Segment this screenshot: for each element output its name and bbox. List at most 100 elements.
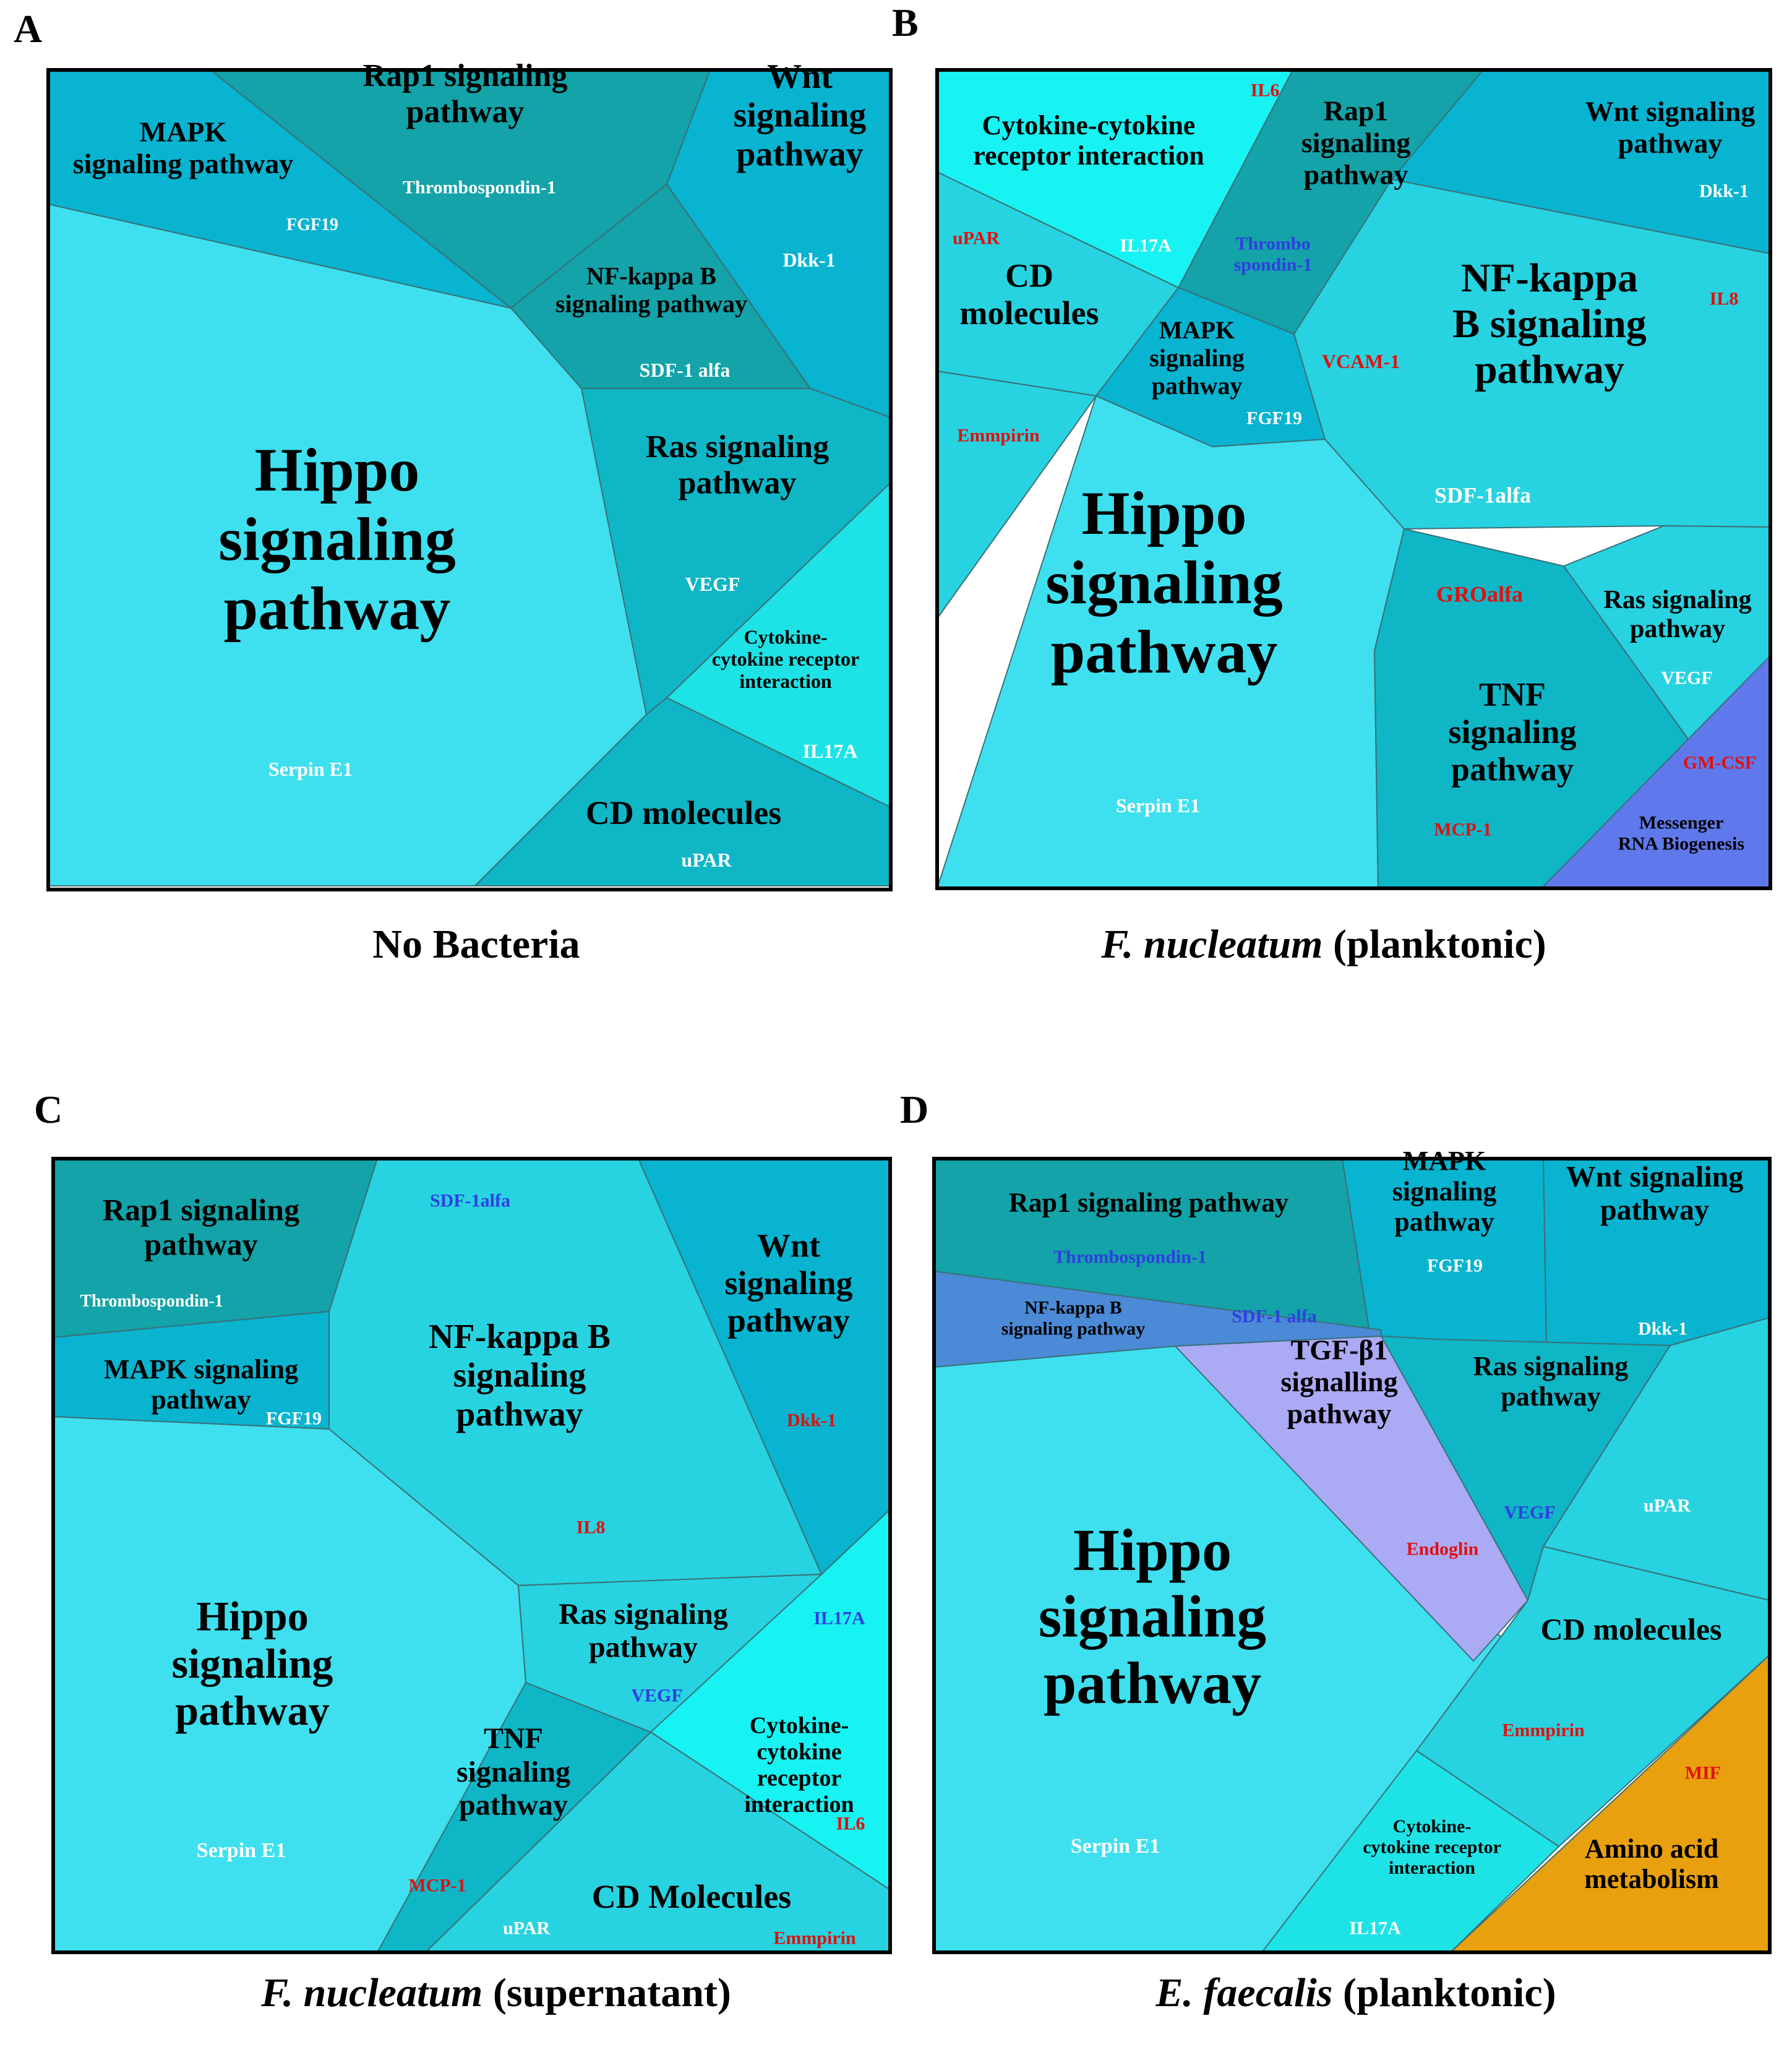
label-line: MCP-1 [408,1876,466,1896]
label-line: signaling [172,1640,333,1687]
label-line: IL17A [803,740,858,762]
label-line: molecules [960,294,1099,332]
pathway-label: GROalfa [1436,582,1523,607]
label-line: pathway [1044,1650,1261,1716]
label-line: MAPK [1159,316,1235,344]
label-line: Ras signaling [1603,586,1751,614]
pathway-label: CD molecules [1541,1612,1722,1647]
label-line: MAPK signaling [104,1354,298,1384]
label-line: Wnt [757,1227,820,1264]
panel-letter: D [900,1088,928,1131]
panel-letter: C [34,1088,62,1131]
pathway-label: Emmpirin [773,1928,856,1949]
label-line: Thrombospondin-1 [1053,1247,1207,1268]
caption-species: F. nucleatum [1100,922,1323,967]
cell-ras [1563,525,1770,750]
panel-c-cells [53,1159,890,1952]
label-line: Amino acid [1585,1834,1718,1864]
label-line: Cytokine-cytokine [982,110,1196,140]
cell-tnf [376,1681,652,1952]
pathway-label: Dkk-1 [1699,181,1749,202]
panel-caption: F. nucleatum (planktonic) [1100,922,1546,967]
caption-condition: (supernatant) [482,1970,731,2015]
label-line: pathway [1152,372,1243,400]
label-line: RNA Biogenesis [1618,833,1744,854]
label-line: SDF-1 alfa [640,359,731,381]
label-line: Dkk-1 [1638,1319,1687,1339]
label-line: IL6 [1251,80,1280,101]
cell-cytokine [1261,1749,1560,1952]
label-line: FGF19 [1246,408,1302,429]
label-line: pathway [1304,159,1408,191]
label-line: signaling pathway [555,290,747,317]
label-line: Ras signaling [559,1598,727,1631]
pathway-label: IL17A [1120,236,1172,256]
label-line: Emmpirin [957,426,1040,446]
label-line: Dkk-1 [787,1410,836,1431]
label-line: Dkk-1 [1699,181,1749,202]
label-line: cytokine receptor [712,648,859,670]
label-line: pathway [1451,750,1574,787]
label-line: Rap1 signaling [363,58,568,93]
label-line: pathway [224,574,451,643]
label-line: pathway [1600,1194,1709,1227]
label-line: pathway [727,1302,850,1339]
label-line: Rap1 signaling pathway [1009,1187,1288,1217]
label-line: Serpin E1 [1071,1835,1160,1858]
label-line: interaction [1389,1858,1475,1878]
pathway-label: FGF19 [1246,408,1302,429]
label-line: Serpin E1 [1116,794,1200,817]
label-line: Ras signaling [646,429,829,465]
pathway-label: SDF-1 alfa [1232,1306,1317,1327]
label-line: pathway [1618,127,1723,159]
label-line: signaling [453,1357,586,1395]
pathway-label: Dkk-1 [782,249,835,271]
pathway-label: VEGF [1504,1503,1555,1523]
label-line: Hippo [1073,1517,1232,1583]
label-line: signalling [1280,1366,1397,1397]
label-line: FGF19 [286,215,338,234]
label-line: receptor interaction [973,140,1204,171]
label-line: NF-kappa [1461,255,1638,301]
cell-cd [473,697,891,886]
pathway-label: MCP-1 [1434,820,1491,840]
label-line: uPAR [953,228,1000,249]
label-line: pathway [1630,615,1725,643]
label-line: TNF [1479,676,1546,713]
panel-frame [51,1157,892,1954]
label-line: pathway [175,1687,329,1734]
label-line: Cytokine- [1393,1816,1472,1837]
pathway-label: Thrombospondin-1 [1053,1247,1207,1268]
label-line: Ras signaling [1473,1351,1629,1381]
label-line: pathway [406,94,525,129]
pathway-label: VCAM-1 [1322,350,1400,372]
label-line: Wnt signaling [1585,95,1756,127]
pathway-label: Serpin E1 [1116,794,1200,817]
label-line: pathway [1394,1207,1494,1237]
pathway-label: VEGF [631,1686,682,1706]
label-line: uPAR [1644,1496,1691,1516]
panel-d: Rap1 signaling pathwayThrombospondin-1MA… [900,1088,1772,2015]
label-line: interaction [744,1791,854,1817]
pathway-label: IL17A [803,740,858,762]
label-line: uPAR [681,849,732,871]
label-line: metabolism [1584,1864,1719,1894]
label-line: pathway [1051,617,1278,686]
label-line: signaling [1149,344,1244,372]
